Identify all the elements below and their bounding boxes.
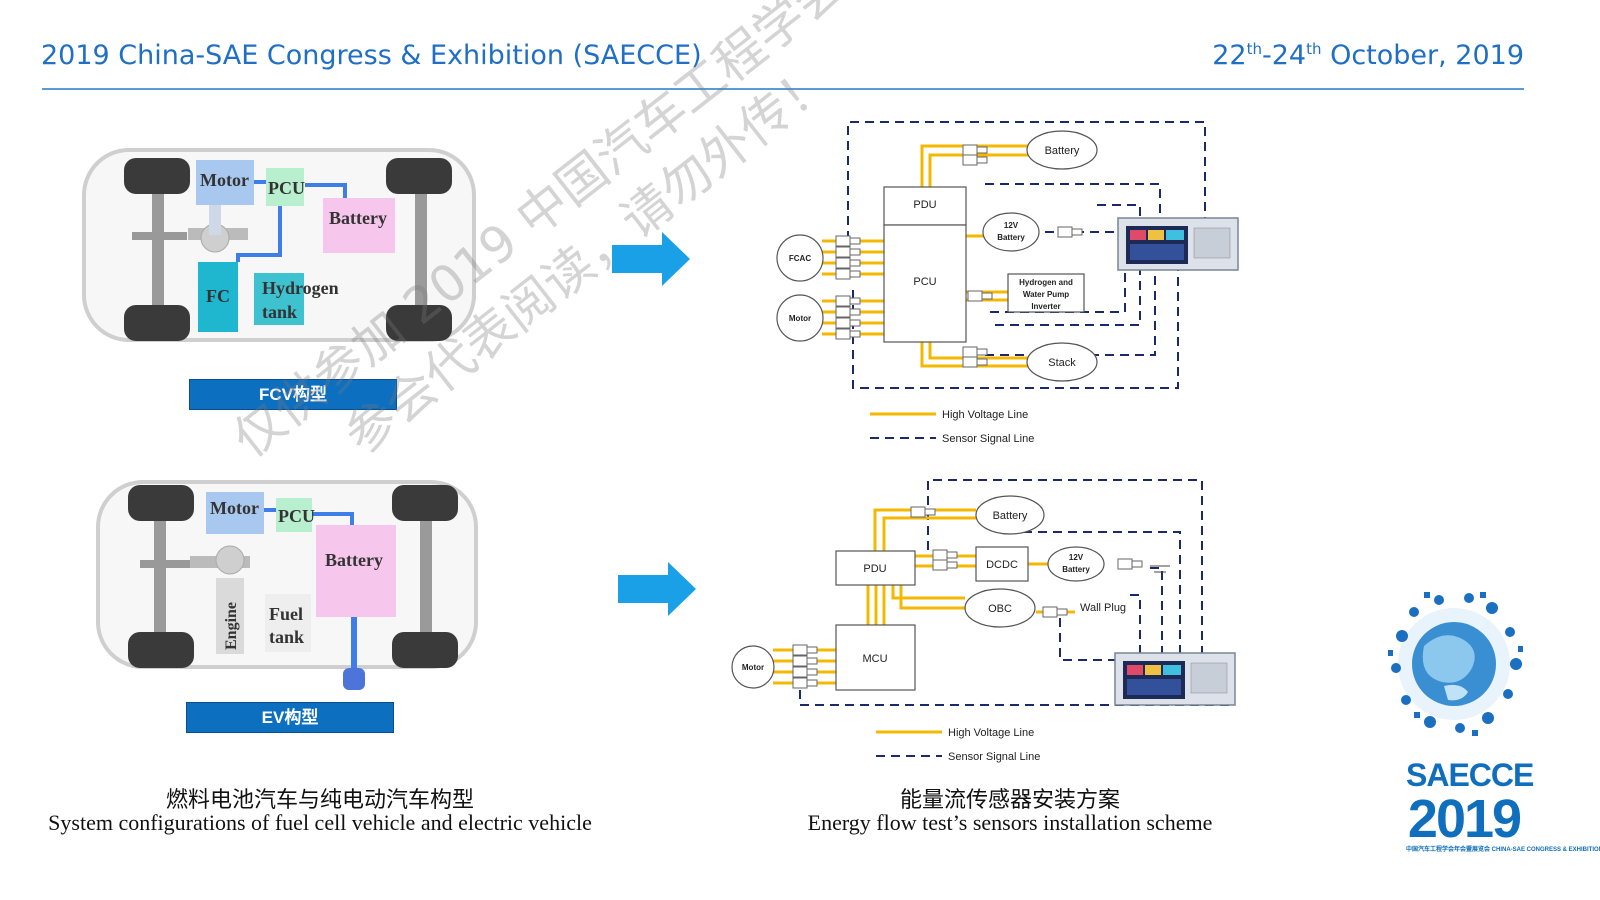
ev-fuel-tank <box>265 594 311 652</box>
fcv-motor-label: Motor <box>789 314 811 323</box>
ev-fuel-label: Fuel <box>269 604 303 624</box>
fcv-tank-label: tank <box>262 302 297 322</box>
fcv-pump-label-3: Inverter <box>1031 302 1060 311</box>
fcv-motor-label: Motor <box>200 170 249 190</box>
fcv-pump-inverter-box <box>1007 273 1085 313</box>
ev-mcu-label: MCU <box>862 653 887 665</box>
fcv-motor-node <box>776 294 824 342</box>
fcv-fcac-label: FCAC <box>789 254 811 263</box>
fcv-pump-label-2: Water Pump <box>1023 290 1069 299</box>
fcv-stack-label: Stack <box>1048 357 1076 369</box>
ev-dcdc-box <box>975 546 1029 582</box>
ev-mcu-box <box>835 624 916 691</box>
ev-obc-label: OBC <box>988 603 1012 615</box>
ev-engine <box>216 578 244 654</box>
logo-subtitle: 中国汽车工程学会年会暨展览会 CHINA-SAE CONGRESS & EXHI… <box>1406 847 1600 853</box>
date-suffix-2: th <box>1306 40 1322 58</box>
fcv-12v-label: 12V <box>1004 221 1019 230</box>
ev-12v-battery-label: Battery <box>1062 565 1090 574</box>
fcv-stack-node <box>1026 342 1098 382</box>
ev-config-tag: EV构型 <box>186 702 394 733</box>
saecce-logo-globe-icon <box>1388 592 1523 736</box>
ev-battery-node <box>975 495 1045 535</box>
header-date: 22th-24th October, 2019 <box>1212 40 1524 71</box>
wheel-rear-left <box>124 305 190 341</box>
ev-charge-plug <box>343 668 365 690</box>
fcv-chassis: Motor PCU Battery FC Hydrogen tank <box>82 148 476 342</box>
ev-pdu-label: PDU <box>863 563 886 575</box>
fcv-fuel-cell <box>198 262 238 332</box>
ev-motor-label: Motor <box>742 663 764 672</box>
fcv-pcu <box>266 168 304 206</box>
ev-wheel-front-right <box>392 485 458 521</box>
ev-battery <box>316 525 396 617</box>
fcv-battery-label: Battery <box>329 208 387 228</box>
ev-motor-label: Motor <box>210 498 259 518</box>
arrow-right-icon <box>612 232 690 286</box>
sensor-diagrams: PDU PCU Battery 12V Battery FCAC Motor H… <box>731 121 1239 763</box>
fcv-pump-label-1: Hydrogen and <box>1019 278 1073 287</box>
fcv-pcu-label: PCU <box>268 178 305 198</box>
ev-battery-label: Battery <box>993 510 1028 522</box>
fcv-config-tag: FCV构型 <box>189 379 397 410</box>
fcv-12v-battery-label: Battery <box>997 233 1025 242</box>
ev-wheel-front-left <box>128 485 194 521</box>
vehicle-layouts: Motor PCU Battery FC Hydrogen tank Motor… <box>82 148 696 690</box>
right-caption-en: Energy flow test’s sensors installation … <box>807 810 1213 835</box>
logo-name: SAECCE <box>1406 757 1534 793</box>
ev-obc-node <box>964 588 1036 628</box>
ev-pcu-label: PCU <box>278 506 315 526</box>
fcv-pcu-label: PCU <box>913 276 936 288</box>
fcv-sensor-diagram: PDU PCU Battery 12V Battery FCAC Motor H… <box>776 121 1239 445</box>
header-divider <box>42 88 1524 90</box>
fcv-motor <box>196 160 254 205</box>
ev-12v-battery-node <box>1047 546 1105 582</box>
ev-tank-label: tank <box>269 627 304 647</box>
fcv-legend-sensor: Sensor Signal Line <box>942 433 1034 445</box>
fcv-fc-label: FC <box>206 286 230 306</box>
fcv-battery-node <box>1026 130 1098 170</box>
ev-sensor-diagram: PDU MCU DCDC Battery 12V Battery OBC Wal… <box>731 479 1236 763</box>
date-suffix-1: th <box>1246 40 1262 58</box>
ev-chassis: Motor PCU Battery Engine Fuel tank <box>96 480 478 690</box>
power-analyzer-icon <box>1117 217 1239 271</box>
date-separator: -24 <box>1261 40 1307 71</box>
ev-motor <box>206 492 264 534</box>
ev-legend-hv: High Voltage Line <box>948 727 1034 739</box>
left-caption-cn: 燃料电池汽车与纯电动汽车构型 <box>165 788 474 813</box>
wheel-rear-right <box>386 305 452 341</box>
ev-wheel-rear-right <box>392 632 458 668</box>
ev-legend-sensor: Sensor Signal Line <box>948 751 1040 763</box>
saecce-logo: SAECCE 2019 中国汽车工程学会年会暨展览会 CHINA-SAE CON… <box>1406 757 1600 854</box>
fcv-fcac-node <box>776 234 824 282</box>
header-title: 2019 China-SAE Congress & Exhibition (SA… <box>41 40 702 71</box>
fcv-12v-battery-node <box>982 212 1040 252</box>
ev-wallplug-label: Wall Plug <box>1080 602 1126 614</box>
fcv-battery-label: Battery <box>1045 145 1080 157</box>
power-analyzer-icon <box>1114 652 1236 706</box>
ev-pdu-box <box>835 550 916 586</box>
arrow-right-icon <box>618 562 696 616</box>
wheel-front-left <box>124 158 190 194</box>
ev-12v-label: 12V <box>1069 553 1084 562</box>
wheel-front-right <box>386 158 452 194</box>
left-caption-en: System configurations of fuel cell vehic… <box>48 810 592 835</box>
date-rest: October, 2019 <box>1321 40 1524 71</box>
fcv-hydrogen-label: Hydrogen <box>262 278 339 298</box>
ev-pcu <box>276 498 312 532</box>
date-start: 22 <box>1212 40 1247 71</box>
fcv-pdu-label: PDU <box>913 199 936 211</box>
logo-year: 2019 <box>1407 789 1522 849</box>
fcv-pdu-box <box>883 186 967 226</box>
ev-engine-label: Engine <box>223 602 240 650</box>
fcv-pcu-box <box>883 224 967 343</box>
fcv-battery <box>323 198 395 253</box>
ev-wheel-rear-left <box>128 632 194 668</box>
fcv-legend-hv: High Voltage Line <box>942 409 1028 421</box>
ev-battery-label: Battery <box>325 550 383 570</box>
ev-motor-node <box>731 645 775 689</box>
ev-dcdc-label: DCDC <box>986 559 1018 571</box>
fcv-hydrogen-tank <box>254 273 304 325</box>
right-caption-cn: 能量流传感器安装方案 <box>899 788 1120 813</box>
